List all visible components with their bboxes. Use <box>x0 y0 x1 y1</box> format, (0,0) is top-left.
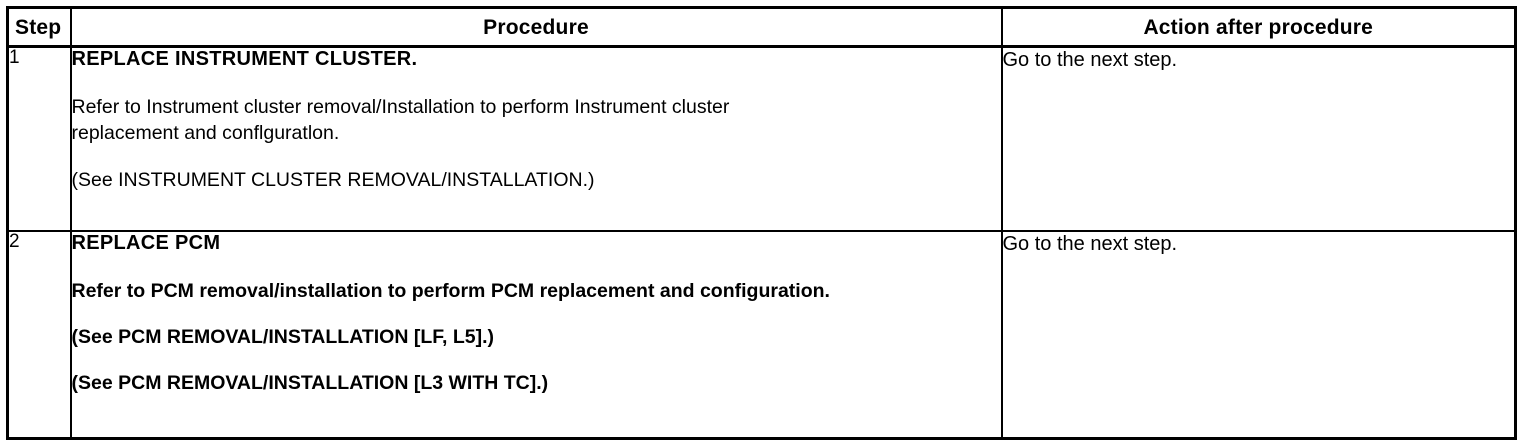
procedure-title: REPLACE PCM <box>71 232 221 255</box>
procedure-reference: (See INSTRUMENT CLUSTER REMOVAL/INSTALLA… <box>71 169 595 192</box>
procedure-body-line: Refer to Instrument cluster removal/Inst… <box>71 96 730 118</box>
column-header-procedure-label: Procedure <box>483 15 589 39</box>
procedure-reference: (See PCM REMOVAL/INSTALLATION [LF, L5].) <box>71 326 495 349</box>
column-header-step-label: Step <box>15 15 62 39</box>
procedure-cell: REPLACE INSTRUMENT CLUSTER. Refer to Ins… <box>69 45 1003 233</box>
table-row: 1 REPLACE INSTRUMENT CLUSTER. Refer to I… <box>6 45 1517 233</box>
spacer <box>72 71 1001 95</box>
procedure-reference: (See PCM REMOVAL/INSTALLATION [L3 WITH T… <box>71 371 549 394</box>
procedure-table: Step Procedure Action after procedure 1 … <box>6 6 1517 440</box>
action-text: Go to the next step. <box>1002 233 1178 256</box>
procedure-title: REPLACE INSTRUMENT CLUSTER. <box>71 48 418 70</box>
step-number: 1 <box>9 47 20 68</box>
procedure-body-line: replacement and conflguratlon. <box>71 121 340 144</box>
step-number-cell: 2 <box>6 230 72 440</box>
step-number: 2 <box>9 231 20 253</box>
spacer <box>72 146 1001 168</box>
procedure-cell: REPLACE PCM Refer to PCM removal/install… <box>69 230 1003 440</box>
table-header-row: Step Procedure Action after procedure <box>6 6 1517 48</box>
procedure-body-line: Refer to PCM removal/installation to per… <box>71 280 830 303</box>
spacer <box>72 305 1001 325</box>
column-header-action-label: Action after procedure <box>1143 15 1374 39</box>
action-cell: Go to the next step. <box>1000 230 1517 440</box>
spacer <box>72 351 1001 371</box>
column-header-step: Step <box>6 6 72 48</box>
table-row: 2 REPLACE PCM Refer to PCM removal/insta… <box>6 230 1517 440</box>
column-header-action: Action after procedure <box>1000 6 1517 48</box>
column-header-procedure: Procedure <box>69 6 1003 48</box>
spacer <box>72 255 1001 279</box>
action-cell: Go to the next step. <box>1000 45 1517 233</box>
action-text: Go to the next step. <box>1002 49 1178 71</box>
step-number-cell: 1 <box>6 45 72 233</box>
